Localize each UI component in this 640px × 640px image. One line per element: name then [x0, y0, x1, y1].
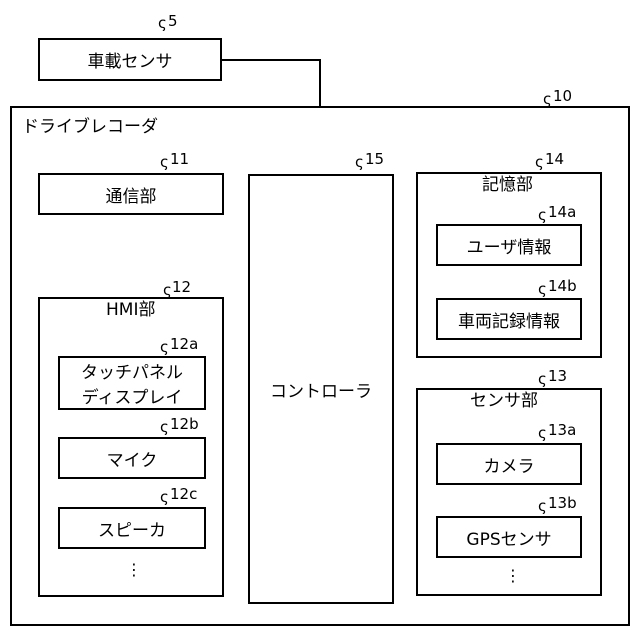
gps-sensor-box: GPSセンサ	[436, 516, 582, 558]
vehicle-record-label: 車両記録情報	[458, 307, 560, 332]
storage-unit-ref: 14	[545, 150, 564, 168]
touch-panel-box: タッチパネル ディスプレイ	[58, 356, 206, 410]
hmi-unit-ellipsis: ⋮	[126, 562, 142, 578]
vehicle-sensor-ref: 5	[168, 12, 178, 30]
comm-unit-ref: 11	[170, 150, 189, 168]
speaker-ref-tick: ς	[160, 488, 169, 506]
sensor-unit-ref: 13	[548, 367, 567, 385]
touch-panel-label-line2: ディスプレイ	[82, 383, 183, 408]
speaker-box: スピーカ	[58, 507, 206, 549]
camera-ref-tick: ς	[538, 424, 547, 442]
sensor-unit-ref-tick: ς	[538, 370, 547, 388]
comm-unit-ref-tick: ς	[160, 153, 169, 171]
vehicle-sensor-ref-tick: ς	[158, 14, 167, 32]
sensor-unit-box	[416, 388, 602, 596]
camera-label: カメラ	[484, 452, 535, 477]
controller-ref-tick: ς	[355, 153, 364, 171]
gps-sensor-label: GPSセンサ	[466, 525, 551, 550]
vehicle-sensor-label: 車載センサ	[88, 47, 173, 72]
vehicle-sensor-box: 車載センサ	[38, 38, 222, 81]
controller-ref: 15	[365, 150, 384, 168]
user-info-label: ユーザ情報	[467, 233, 552, 258]
speaker-ref: 12c	[170, 485, 197, 503]
mic-box: マイク	[58, 437, 206, 479]
storage-unit-label: 記憶部	[482, 176, 533, 196]
controller-label: コントローラ	[270, 377, 372, 402]
touch-panel-label-line1: タッチパネル	[81, 358, 183, 383]
user-info-ref: 14a	[548, 203, 576, 221]
hmi-unit-ref-tick: ς	[163, 281, 172, 299]
user-info-ref-tick: ς	[538, 206, 547, 224]
vehicle-record-ref-tick: ς	[538, 280, 547, 298]
gps-sensor-ref-tick: ς	[538, 497, 547, 515]
drive-recorder-ref: 10	[553, 87, 572, 105]
touch-panel-ref-tick: ς	[160, 338, 169, 356]
mic-ref-tick: ς	[160, 418, 169, 436]
storage-unit-ref-tick: ς	[535, 153, 544, 171]
user-info-box: ユーザ情報	[436, 224, 582, 266]
vehicle-record-box: 車両記録情報	[436, 298, 582, 340]
comm-unit-label: 通信部	[106, 182, 157, 207]
mic-ref: 12b	[170, 415, 199, 433]
hmi-unit-label: HMI部	[106, 301, 155, 321]
touch-panel-ref: 12a	[170, 335, 198, 353]
controller-box: コントローラ	[248, 174, 394, 604]
camera-box: カメラ	[436, 443, 582, 485]
sensor-unit-ellipsis: ⋮	[505, 568, 521, 584]
camera-ref: 13a	[548, 421, 576, 439]
vehicle-record-ref: 14b	[548, 277, 577, 295]
sensor-unit-label: センサ部	[470, 392, 538, 412]
mic-label: マイク	[107, 446, 158, 471]
hmi-unit-ref: 12	[172, 278, 191, 296]
comm-unit-box: 通信部	[38, 173, 224, 215]
drive-recorder-ref-tick: ς	[543, 90, 552, 108]
gps-sensor-ref: 13b	[548, 494, 577, 512]
speaker-label: スピーカ	[98, 516, 166, 541]
drive-recorder-label: ドライブレコーダ	[22, 118, 158, 138]
